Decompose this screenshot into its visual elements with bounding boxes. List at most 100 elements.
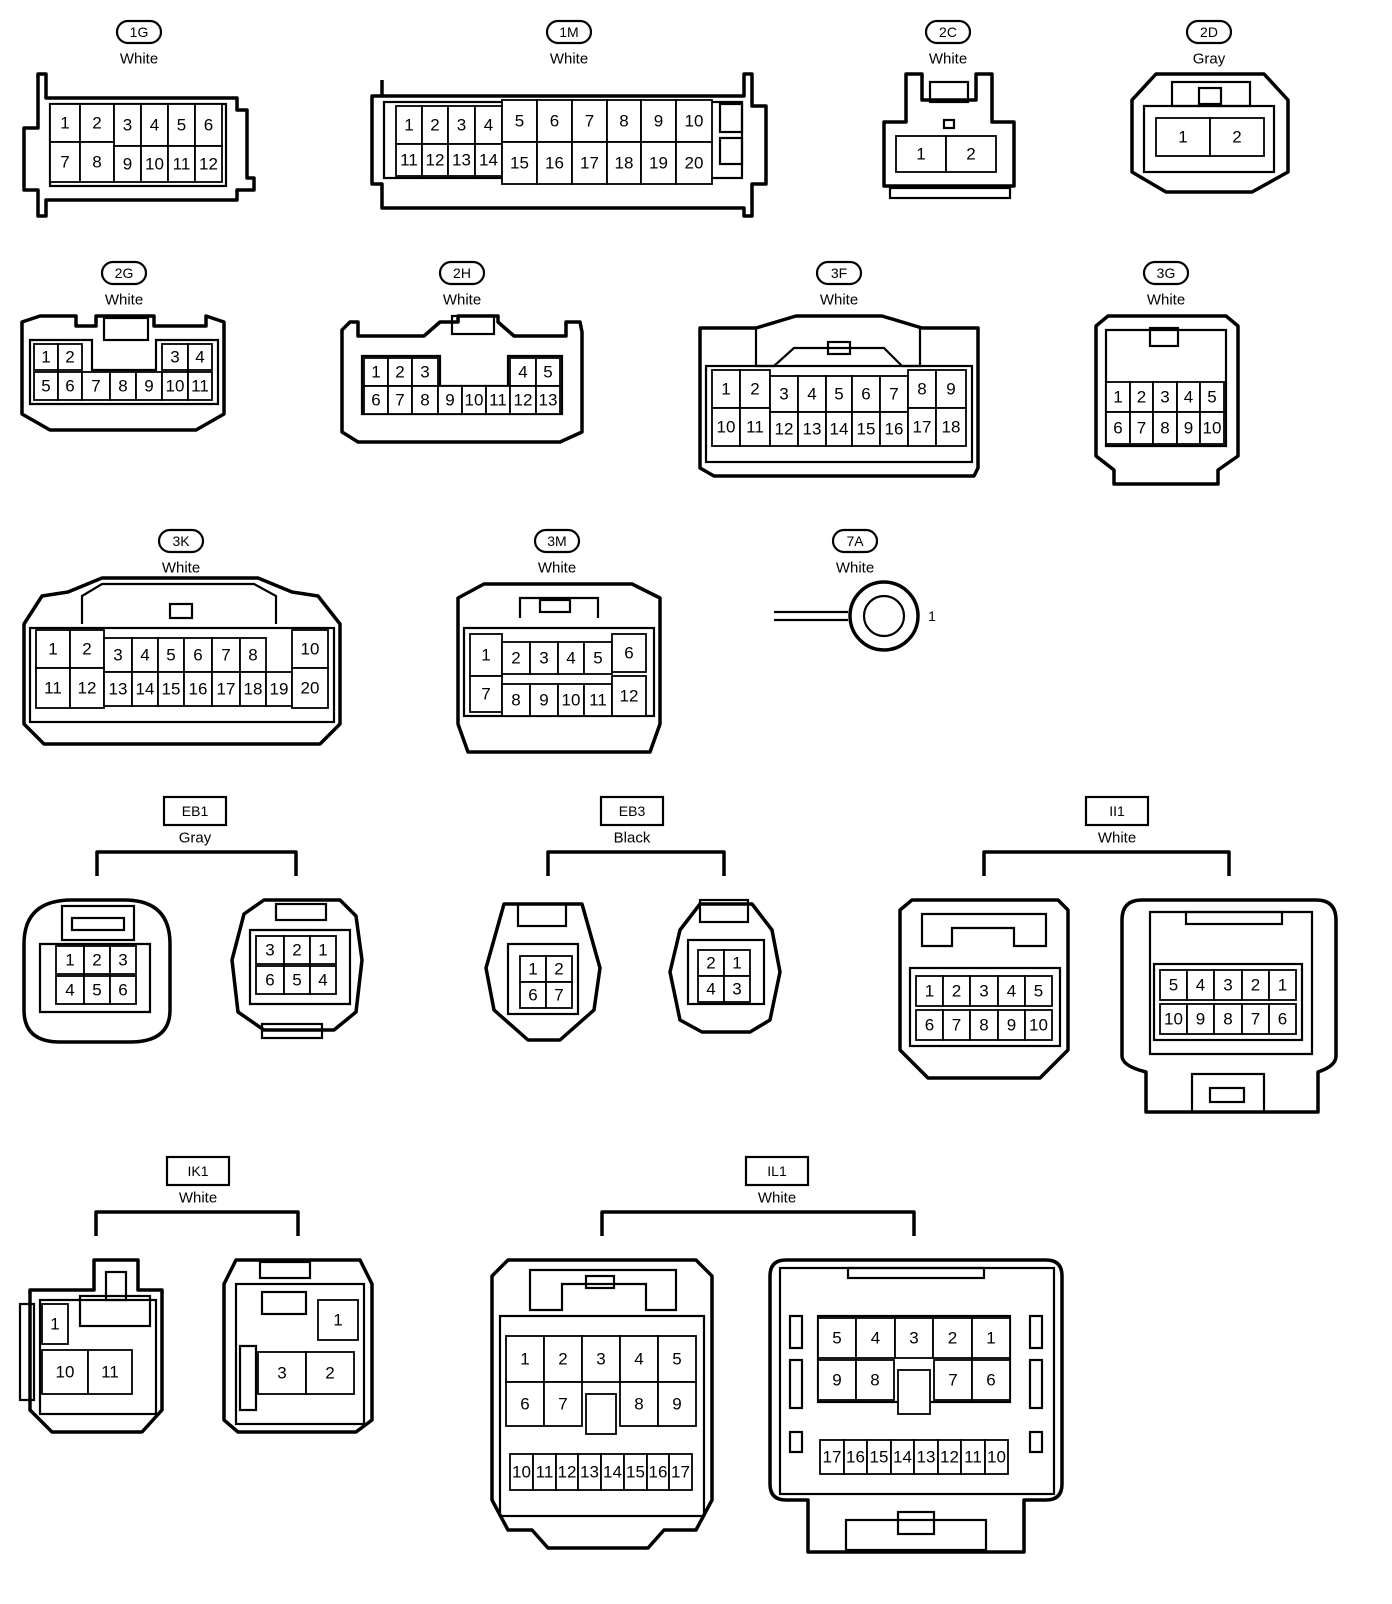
pin-number: 3 (539, 649, 548, 668)
pin-number: 2 (1232, 128, 1241, 147)
pin-number: 7 (91, 377, 100, 396)
housing-part (113, 145, 142, 183)
housing-part (87, 1349, 133, 1395)
pin-number: 2 (966, 145, 975, 164)
housing-part (194, 145, 223, 183)
connector-id-badge (815, 260, 863, 286)
pin-number: 1 (528, 960, 537, 979)
housing-part (1186, 969, 1215, 1001)
housing-part (657, 1381, 697, 1427)
pin-number: 10 (301, 640, 320, 659)
pin-number: 11 (44, 679, 62, 698)
pin-number: 10 (56, 1363, 75, 1382)
housing-part (447, 143, 476, 177)
housing-part (238, 1344, 258, 1412)
pin-number: 15 (857, 420, 876, 439)
housing-outline (982, 850, 1231, 876)
housing-part (942, 975, 971, 1007)
housing-outline (1130, 72, 1290, 194)
pin-number: 13 (109, 680, 128, 699)
pin-number: 15 (626, 1463, 645, 1482)
housing-part (606, 141, 642, 185)
housing-part (1170, 80, 1252, 108)
connector-id-badge (533, 528, 581, 554)
housing-part (265, 671, 293, 707)
pin-number: 4 (195, 348, 204, 367)
housing-part (675, 99, 713, 143)
pin-number: 4 (484, 116, 493, 135)
connector-color: White (120, 51, 158, 68)
housing-part (545, 955, 573, 983)
pin-number: 3 (596, 1350, 605, 1369)
housing-part (18, 1302, 36, 1402)
connector-id: 3K (172, 533, 190, 549)
connector-id-badge (1142, 260, 1190, 286)
housing-part (187, 343, 213, 371)
housing-part (183, 671, 213, 707)
housing-part (461, 385, 487, 415)
housing-part (997, 1009, 1026, 1041)
housing-part (469, 633, 503, 677)
pin-number: 4 (706, 980, 715, 999)
pin-number: 6 (265, 971, 274, 990)
housing-part (825, 411, 853, 447)
connector-color: White (538, 560, 576, 577)
housing-part (896, 1510, 936, 1536)
pin-number: 10 (685, 112, 704, 131)
housing-outline (22, 72, 256, 218)
housing-part (984, 1439, 1009, 1475)
housing-part (131, 671, 159, 707)
housing-part (1148, 326, 1180, 348)
connector-id-box (1084, 795, 1150, 827)
pin-number: 1 (1278, 976, 1287, 995)
housing-part (41, 1349, 89, 1395)
pin-number: 7 (558, 1395, 567, 1414)
housing-part (260, 1022, 324, 1040)
housing-part (862, 594, 906, 638)
housing-part (1199, 411, 1225, 445)
pin-number: 1 (41, 348, 50, 367)
pin-number: 2 (395, 363, 404, 382)
connector-color: Gray (1193, 51, 1226, 68)
pin-number: 14 (479, 151, 498, 170)
housing-part (131, 637, 159, 673)
housing-part (855, 1359, 895, 1401)
housing-part (1213, 1003, 1243, 1035)
pin-number: 12 (940, 1448, 959, 1467)
connector-id-badge (438, 260, 486, 286)
housing-part (739, 407, 771, 447)
pin-number: 7 (1251, 1010, 1260, 1029)
housing-part (668, 1453, 693, 1491)
pin-number: 8 (917, 380, 926, 399)
pin-number: 13 (539, 391, 558, 410)
pin-number: 15 (870, 1448, 889, 1467)
housing-part (83, 945, 111, 975)
pin-number: 5 (1034, 982, 1043, 1001)
housing-part (395, 105, 423, 145)
pin-number: 2 (92, 951, 101, 970)
housing-part (585, 1393, 617, 1435)
pin-number: 4 (518, 363, 527, 382)
pin-number: 6 (550, 112, 559, 131)
housing-part (450, 314, 496, 336)
connector-id: 2D (1200, 24, 1218, 40)
connector-id-badge (831, 528, 879, 554)
pin-number: 2 (65, 348, 74, 367)
pin-number: 9 (123, 155, 132, 174)
housing-part (60, 904, 136, 942)
housing-part (718, 136, 744, 166)
housing-part (211, 671, 241, 707)
pin-number: 6 (861, 385, 870, 404)
housing-part (305, 1351, 355, 1395)
connector-id: IL1 (767, 1163, 787, 1179)
pin-number: 10 (1203, 419, 1222, 438)
housing-outline (490, 1258, 714, 1550)
connector-id: 1G (130, 24, 149, 40)
connector-id: 2G (115, 265, 134, 281)
housing-part (945, 135, 997, 173)
pin-number: 14 (603, 1463, 622, 1482)
